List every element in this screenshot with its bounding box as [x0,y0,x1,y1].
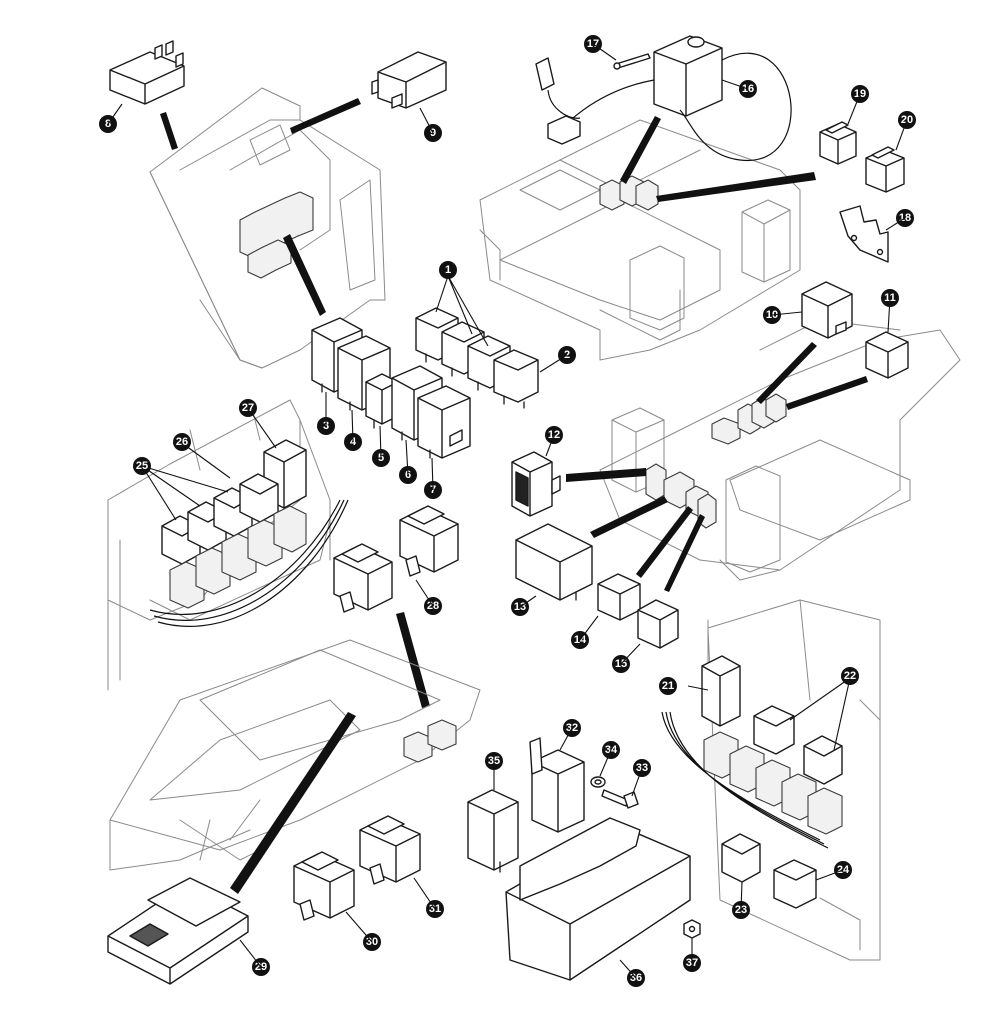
leader-wedge [656,172,816,202]
svg-text:25: 25 [136,460,148,472]
switch-12 [511,451,561,517]
callout-21: 21 [659,677,677,695]
tray-29 [107,877,249,985]
callout-1: 1 [439,261,457,279]
leader-wedge [290,98,361,134]
leader-wedge [620,116,661,184]
relay-8 [109,40,185,105]
callout-22: 22 [841,667,859,685]
svg-text:24: 24 [837,864,850,876]
module-9 [371,51,447,109]
leader-line [141,465,229,521]
relay-14 [597,573,641,621]
leader-line [107,43,908,979]
relay-pair-28 [333,505,459,613]
leader-line [687,685,709,691]
relay-20 [865,146,905,193]
leader-wedge [756,342,817,404]
relay-15 [637,599,679,649]
callout-26: 26 [173,433,191,451]
relay-31 [359,815,421,885]
svg-text:27: 27 [242,402,254,414]
screw-17 [613,53,651,70]
leader-wedge [396,612,430,708]
svg-text:1: 1 [445,264,451,276]
relay-35 [467,789,519,873]
leader-wedge [786,376,868,410]
dash-bracket-assembly [149,87,386,369]
unit-16 [535,35,792,161]
relay-11 [865,331,909,379]
bracket-18 [839,205,889,263]
callout-27: 27 [239,399,257,417]
relay-19 [819,121,857,165]
relay-10 [801,281,853,339]
svg-text:34: 34 [605,744,618,756]
bolt-33 [601,789,639,809]
relay-32 [529,737,585,833]
callout-group: 1 2 3 4 5 6 7 8 9 10 11 12 13 14 15 16 1… [99,35,916,987]
leader-wedge [590,496,668,538]
callout-25: 25 [133,457,151,475]
leader-wedge [160,112,178,150]
leader-line [789,677,851,751]
relay-cluster-1-7 [311,307,539,459]
relay-board-right [661,599,881,961]
svg-text:4: 4 [350,436,357,448]
washer-34 [590,776,606,788]
leader-wedge [230,712,356,894]
relay-board-left [107,399,349,691]
leader-wedge [566,468,646,482]
svg-text:21: 21 [662,680,674,692]
svg-text:22: 22 [844,670,856,682]
leader-line [435,275,489,347]
module-13 [515,523,593,601]
leader-line [181,442,231,479]
leader-wedge [636,506,693,578]
relay-30 [293,851,355,921]
leader-wedge [664,514,705,592]
cover-36 [505,817,691,981]
footwell-frame [109,639,481,871]
console-assembly [599,319,961,581]
leader-wedge [283,234,326,316]
nut-37 [683,919,701,939]
svg-text:26: 26 [176,436,188,448]
